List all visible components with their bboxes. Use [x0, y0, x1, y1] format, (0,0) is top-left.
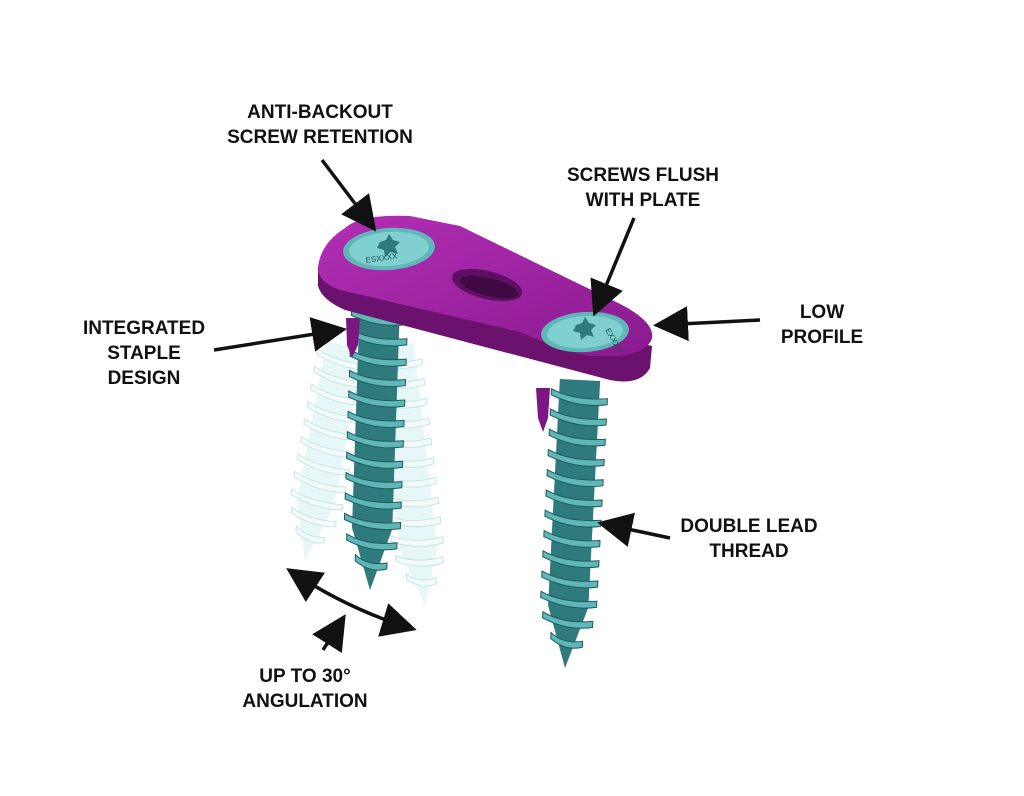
screw-thread: [347, 410, 405, 428]
screw-thread: [349, 349, 407, 367]
label-integrated-staple: INTEGRATED STAPLE DESIGN: [74, 316, 214, 391]
screw-thread: [542, 610, 594, 629]
screw-thread: [345, 471, 403, 490]
arrow-screws-flush: [590, 217, 636, 317]
label-integrated-staple-line1: INTEGRATED: [82, 318, 206, 339]
screw-thread: [550, 631, 584, 649]
screw-thread: [290, 488, 344, 511]
screw-thread: [547, 448, 605, 467]
label-anti-backout: ANTI-BACKOUT SCREW RETENTION: [210, 100, 430, 150]
torx-drive-icon: [573, 317, 596, 340]
screw-thread: [343, 512, 402, 531]
staple-prong-right: [536, 388, 550, 432]
screw-thread: [394, 554, 444, 567]
screw-thread: [540, 590, 598, 609]
label-double-lead-line2: THREAD: [709, 541, 789, 562]
screw-thread: [390, 535, 444, 547]
arrow-double-lead: [597, 512, 671, 547]
torx-drive-icon: [377, 234, 400, 257]
label-anti-backout-line1: ANTI-BACKOUT: [247, 102, 393, 123]
staple-prong-left: [346, 318, 360, 358]
arrow-angulation-pointer: [312, 614, 346, 654]
screw-left: [343, 299, 409, 590]
screw-thread: [350, 328, 408, 347]
screw-thread: [346, 533, 398, 551]
label-double-lead: DOUBLE LEAD THREAD: [664, 514, 834, 564]
screw-thread: [542, 549, 600, 569]
screw-thread: [348, 369, 407, 388]
label-integrated-staple-line3: DESIGN: [107, 368, 181, 389]
label-angulation-line2: ANGULATION: [242, 691, 368, 712]
screw-thread: [541, 570, 599, 589]
screw-thread: [344, 492, 402, 510]
label-low-profile: LOW PROFILE: [762, 300, 882, 350]
screw-head-left: ESXXXX: [343, 227, 435, 271]
label-angulation: UP TO 30° ANGULATION: [225, 664, 385, 714]
screw-thread: [549, 408, 607, 427]
label-low-profile-line2: PROFILE: [780, 327, 864, 348]
screw-thread: [346, 451, 404, 469]
screw-thread: [348, 390, 406, 408]
screw-thread: [548, 428, 606, 447]
arrow-low-profile: [653, 306, 761, 342]
screw-thread: [550, 387, 608, 406]
label-double-lead-line1: DOUBLE LEAD: [680, 516, 818, 537]
label-screws-flush: SCREWS FLUSH WITH PLATE: [548, 163, 738, 213]
label-anti-backout-line2: SCREW RETENTION: [227, 127, 413, 148]
arrow-angulation-arc: [286, 568, 417, 637]
screw-right: [540, 378, 608, 668]
arrow-anti-backout: [320, 158, 377, 232]
arrow-integrated-staple: [213, 317, 347, 352]
label-screws-flush-line2: WITH PLATE: [585, 190, 701, 211]
screw-thread: [545, 489, 603, 508]
plate-slot-inner: [459, 275, 519, 299]
screw-thread: [290, 506, 337, 528]
screw-thread: [546, 468, 604, 488]
screw-thread: [346, 430, 404, 449]
label-angulation-line1: UP TO 30°: [259, 666, 351, 687]
label-integrated-staple-line2: STAPLE: [107, 343, 181, 364]
label-low-profile-line1: LOW: [799, 302, 845, 323]
screw-thread: [295, 524, 326, 544]
label-screws-flush-line1: SCREWS FLUSH: [567, 165, 719, 186]
